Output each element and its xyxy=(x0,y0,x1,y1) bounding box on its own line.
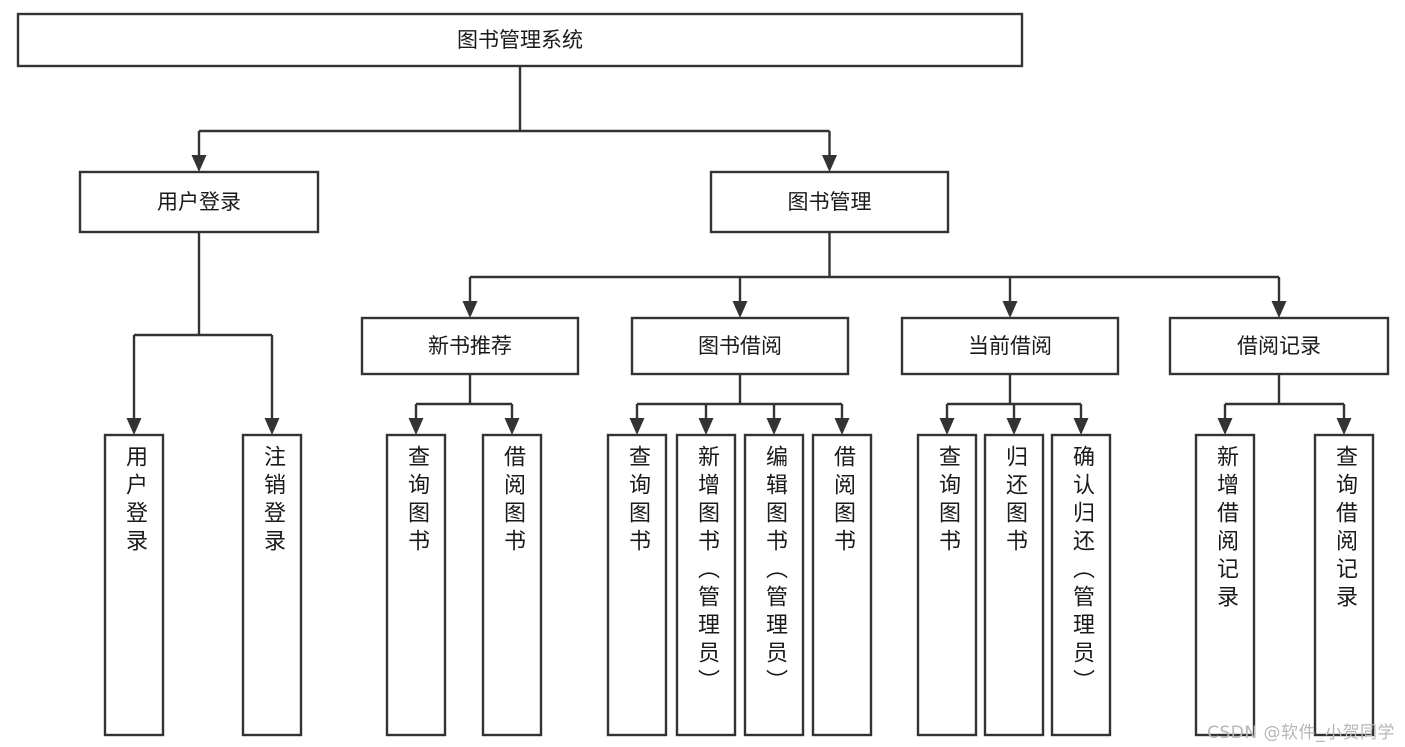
connector-layer xyxy=(126,66,1352,435)
node-box-leaf-query-book-rec[interactable] xyxy=(385,433,447,737)
edge-current-borrow-to-leaf-query-book-cb-arrowhead xyxy=(939,418,955,435)
node-label-borrow-record: 借阅记录 xyxy=(1237,334,1321,358)
node-box-new-book-rec[interactable] xyxy=(360,316,580,376)
node-box-book-borrow[interactable] xyxy=(630,316,850,376)
edge-new-book-rec-to-leaf-borrow-book-rec-arrowhead xyxy=(504,418,520,435)
edge-bookmanage-to-book-borrow-arrowhead xyxy=(732,301,748,318)
node-box-layer xyxy=(16,12,1390,737)
edge-bookmanage-to-new-book-rec-arrowhead xyxy=(462,301,478,318)
node-label-user-login: 用户登录 xyxy=(157,190,241,214)
edge-user-login-to-leaf-user-login-arrowhead xyxy=(126,418,142,435)
node-box-leaf-query-book-cb[interactable] xyxy=(916,433,978,737)
node-box-leaf-add-book[interactable] xyxy=(675,433,737,737)
node-label-book-manage: 图书管理 xyxy=(788,190,872,214)
node-box-leaf-return-book[interactable] xyxy=(983,433,1045,737)
edge-book-borrow-to-leaf-borrow-book-br-arrowhead xyxy=(834,418,850,435)
edge-root-to-book-manage-arrowhead xyxy=(822,155,837,172)
edge-new-book-rec-to-leaf-query-book-rec-arrowhead xyxy=(408,418,424,435)
node-box-current-borrow[interactable] xyxy=(900,316,1120,376)
node-box-leaf-edit-book[interactable] xyxy=(743,433,805,737)
node-box-leaf-query-record[interactable] xyxy=(1313,433,1375,737)
node-box-borrow-record[interactable] xyxy=(1168,316,1390,376)
node-box-leaf-query-book-br[interactable] xyxy=(606,433,668,737)
edge-bookmanage-to-current-borrow-arrowhead xyxy=(1002,301,1018,318)
node-box-leaf-user-login[interactable] xyxy=(103,433,165,737)
edge-current-borrow-to-leaf-confirm-return-arrowhead xyxy=(1073,418,1089,435)
edge-book-borrow-to-leaf-add-book-arrowhead xyxy=(698,418,714,435)
node-box-user-login[interactable] xyxy=(78,170,320,234)
node-label-new-book-rec: 新书推荐 xyxy=(428,334,512,358)
node-box-leaf-add-record[interactable] xyxy=(1194,433,1256,737)
edge-borrow-record-to-leaf-add-record-arrowhead xyxy=(1217,418,1233,435)
node-box-book-manage[interactable] xyxy=(709,170,950,234)
csdn-watermark: CSDN @软件_小贺同学 xyxy=(1207,723,1395,743)
edge-user-login-to-leaf-logout-arrowhead xyxy=(264,418,280,435)
edge-current-borrow-to-leaf-return-book-arrowhead xyxy=(1006,418,1022,435)
edge-bookmanage-to-borrow-record-arrowhead xyxy=(1271,301,1287,318)
node-label-book-borrow: 图书借阅 xyxy=(698,334,782,358)
edge-book-borrow-to-leaf-edit-book-arrowhead xyxy=(766,418,782,435)
node-box-leaf-borrow-book-br[interactable] xyxy=(811,433,873,737)
node-label-current-borrow: 当前借阅 xyxy=(968,334,1052,358)
edge-borrow-record-to-leaf-query-record-arrowhead xyxy=(1336,418,1352,435)
node-box-leaf-confirm-return[interactable] xyxy=(1050,433,1112,737)
edge-root-to-user-login-arrowhead xyxy=(191,155,207,172)
node-label-root: 图书管理系统 xyxy=(457,28,583,52)
node-box-root[interactable] xyxy=(16,12,1024,68)
node-box-leaf-borrow-book-rec[interactable] xyxy=(481,433,543,737)
node-box-leaf-logout[interactable] xyxy=(241,433,303,737)
edge-book-borrow-to-leaf-query-book-br-arrowhead xyxy=(629,418,645,435)
